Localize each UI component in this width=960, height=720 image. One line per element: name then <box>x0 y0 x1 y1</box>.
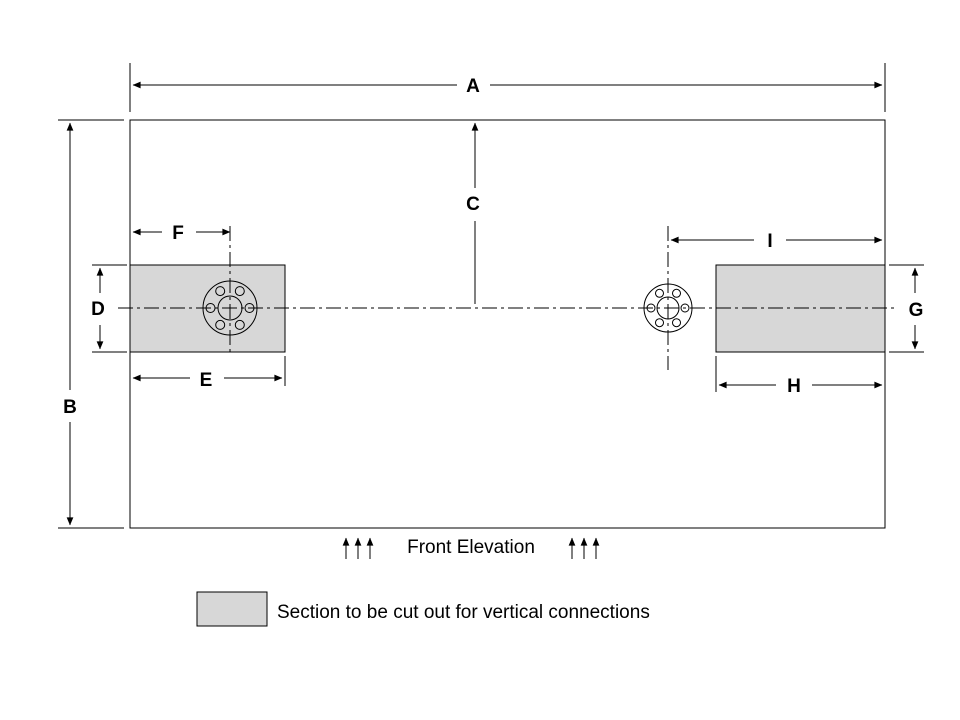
dim-label-d: D <box>91 299 105 320</box>
view-title-group: Front Elevation <box>342 537 600 559</box>
dim-d: D <box>91 264 127 353</box>
dim-label-a: A <box>466 76 480 97</box>
dim-g: G <box>889 264 924 353</box>
dim-h: H <box>715 356 883 397</box>
dim-label-c: C <box>466 194 480 215</box>
dim-label-f: F <box>172 223 184 244</box>
bolt-hole <box>205 303 216 313</box>
flange-outer-circle <box>202 280 258 336</box>
bolt-hole <box>215 319 226 330</box>
bolt-hole <box>234 286 245 297</box>
dim-b: B <box>58 119 124 529</box>
bolt-hole <box>234 319 245 330</box>
dim-f: F <box>132 223 231 244</box>
dim-label-h: H <box>787 376 801 397</box>
dim-label-i: I <box>767 231 772 252</box>
flange-left <box>202 280 258 336</box>
dim-i: I <box>670 231 883 252</box>
flange-inner-circle <box>656 296 680 320</box>
dim-a: A <box>129 63 886 112</box>
flange-inner-circle <box>217 295 243 321</box>
dim-label-b: B <box>63 397 77 418</box>
flange-right <box>643 283 693 333</box>
legend-label: Section to be cut out for vertical conne… <box>277 602 650 623</box>
view-title: Front Elevation <box>407 537 535 558</box>
dim-label-e: E <box>200 370 213 391</box>
dim-e: E <box>132 356 286 391</box>
legend: Section to be cut out for vertical conne… <box>196 591 650 627</box>
bolt-hole <box>244 303 255 313</box>
dim-c: C <box>466 122 480 304</box>
bolt-hole <box>672 288 681 298</box>
bolt-hole <box>655 318 664 328</box>
bolt-hole <box>646 303 656 313</box>
bolt-hole <box>680 303 690 313</box>
bolt-hole <box>215 286 226 297</box>
flange-outer-circle <box>643 283 693 333</box>
bolt-hole <box>672 318 681 328</box>
dim-label-g: G <box>909 300 924 321</box>
legend-swatch <box>196 591 268 627</box>
bolt-hole <box>655 288 664 298</box>
